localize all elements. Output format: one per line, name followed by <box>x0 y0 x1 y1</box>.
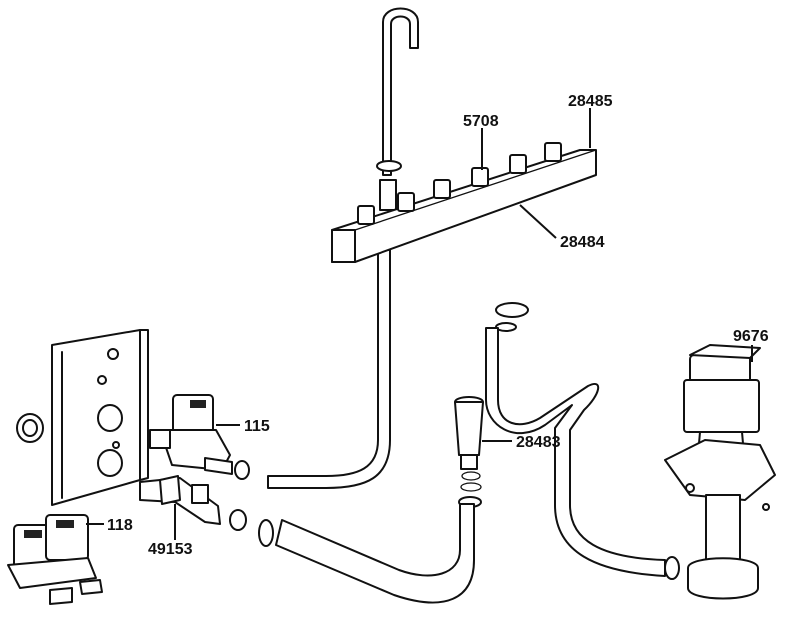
nozzle <box>544 142 562 162</box>
label-5708: 5708 <box>463 113 499 130</box>
nozzle <box>509 154 527 174</box>
label-28484: 28484 <box>560 234 605 251</box>
leader-lines <box>86 108 753 540</box>
nozzle <box>471 167 489 187</box>
label-28483: 28483 <box>516 434 561 451</box>
riser-hose <box>267 249 391 489</box>
leader-28484 <box>519 204 557 239</box>
pump-tube-adapter <box>454 396 484 492</box>
part-labels: 28485 5708 28484 9676 115 28483 118 4915… <box>107 93 769 558</box>
tee-fitting <box>139 475 247 531</box>
nozzle <box>397 192 415 212</box>
water-pump <box>664 344 776 600</box>
label-118: 118 <box>107 517 133 534</box>
dual-inlet-valve <box>7 514 103 605</box>
distributor-nozzles <box>357 142 562 225</box>
label-9676: 9676 <box>733 328 769 345</box>
mounting-bracket <box>51 329 149 506</box>
riser-tube <box>376 7 419 211</box>
water-inlet-valve <box>149 394 250 480</box>
lower-hose <box>258 496 482 604</box>
pump-outlet-hose <box>485 302 680 580</box>
nozzle <box>357 205 375 225</box>
inlet-nut <box>16 413 44 443</box>
distributor-bar <box>331 149 597 263</box>
label-49153: 49153 <box>148 541 193 558</box>
label-28485: 28485 <box>568 93 613 110</box>
label-115: 115 <box>244 418 270 435</box>
nozzle <box>433 179 451 199</box>
